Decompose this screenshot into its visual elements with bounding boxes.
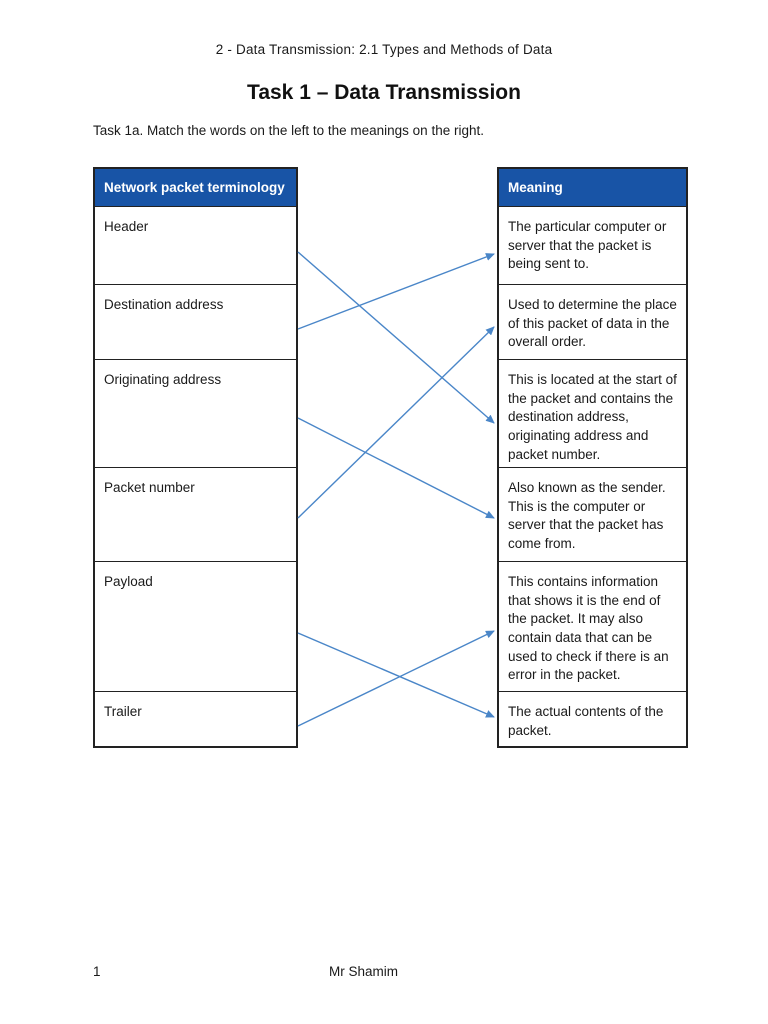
match-arrow xyxy=(297,251,495,424)
meaning-cell: The actual contents of the packet. xyxy=(508,704,664,738)
meaning-cell: This is located at the start of the pack… xyxy=(499,360,686,468)
match-arrow xyxy=(297,417,495,519)
meaning-cell: This contains information that shows it … xyxy=(499,562,686,692)
terminology-table-header: Network packet terminology xyxy=(95,169,296,207)
term-cell: Packet number xyxy=(95,468,296,562)
meaning-cell: The particular computer or server that t… xyxy=(499,207,686,285)
term-cell: Payload xyxy=(95,562,296,692)
footer-author: Mr Shamim xyxy=(329,964,399,979)
meaning-rows: The particular computer or server that t… xyxy=(499,207,686,750)
term-cell: Destination address xyxy=(95,285,296,360)
term-cell: Trailer xyxy=(104,704,142,719)
meaning-cell: Used to determine the place of this pack… xyxy=(499,285,686,360)
match-arrow xyxy=(297,253,495,330)
term-cell: Header xyxy=(95,207,296,285)
instruction-text: Task 1a. Match the words on the left to … xyxy=(93,123,484,138)
match-arrow xyxy=(297,632,495,718)
term-cell: Originating address xyxy=(95,360,296,468)
page-header-text: 2 - Data Transmission: 2.1 Types and Met… xyxy=(215,42,553,57)
meaning-table: Meaning The particular computer or serve… xyxy=(497,167,688,748)
match-arrow xyxy=(297,630,495,727)
match-arrow xyxy=(297,326,495,519)
task-title: Task 1 – Data Transmission xyxy=(247,81,521,104)
footer-page-number: 1 xyxy=(93,964,101,979)
meaning-table-header: Meaning xyxy=(499,169,686,207)
meaning-cell: Also known as the sender. This is the co… xyxy=(499,468,686,562)
